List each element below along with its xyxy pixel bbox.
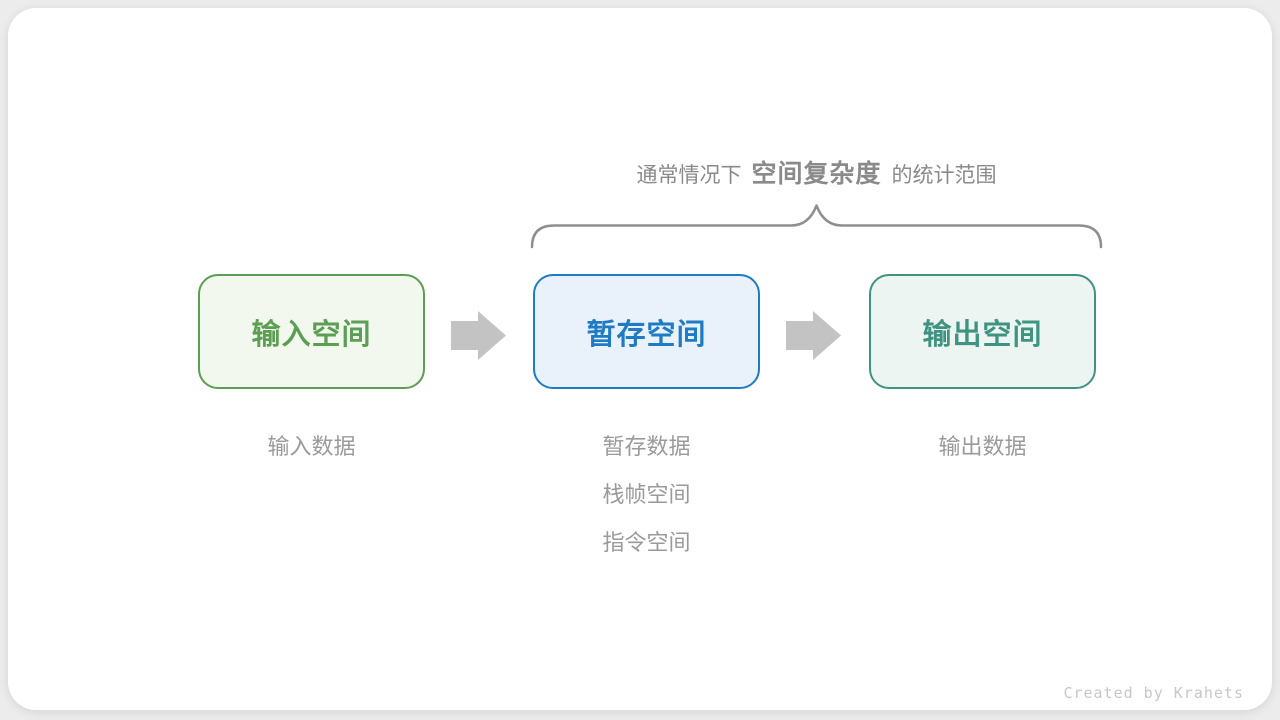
credit-text: Created by Krahets (1063, 684, 1244, 702)
diagram-title: 通常情况下空间复杂度的统计范围 (530, 154, 1103, 194)
arrow-right-icon (451, 311, 506, 360)
top-curly-brace-icon (530, 204, 1103, 249)
arrow-right-icon (786, 311, 841, 360)
stack-frame-space-note: 栈帧空间 (602, 482, 691, 507)
temp-space-label: 暂存空间 (586, 318, 707, 351)
output-space-box: 输出空间 (869, 274, 1096, 389)
input-data-note: 输入数据 (267, 434, 356, 459)
title-highlight: 空间复杂度 (751, 160, 882, 188)
output-space-label: 输出空间 (922, 318, 1043, 351)
instruction-space-note: 指令空间 (602, 530, 691, 555)
temp-data-note: 暂存数据 (602, 434, 691, 459)
title-prefix: 通常情况下 (636, 164, 742, 187)
input-space-box: 输入空间 (198, 274, 425, 389)
title-suffix: 的统计范围 (891, 164, 997, 187)
output-data-note: 输出数据 (938, 434, 1027, 459)
temp-space-box: 暂存空间 (533, 274, 760, 389)
diagram-card: 通常情况下空间复杂度的统计范围 输入空间 暂存空间 输出空间 输入数据 暂存数据… (8, 8, 1272, 710)
input-space-label: 输入空间 (251, 318, 372, 351)
